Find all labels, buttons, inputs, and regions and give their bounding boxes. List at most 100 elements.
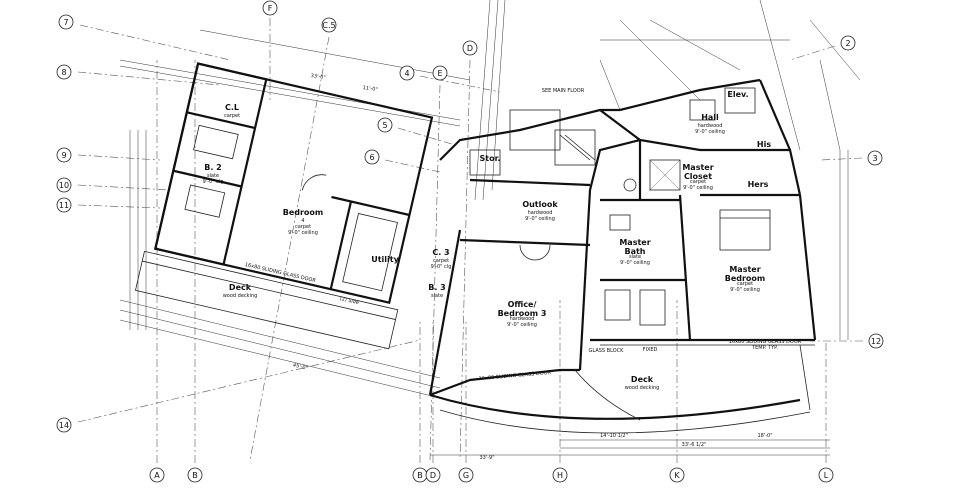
room-name: Master — [682, 163, 713, 172]
room-sub1: Bedroom 3 — [498, 309, 547, 318]
room-sub2: slate — [629, 254, 641, 260]
bubble-9: 9 — [56, 147, 72, 163]
room-name: Office/ — [508, 300, 537, 309]
bubble-label: A — [154, 471, 160, 480]
grid-lines — [77, 18, 863, 463]
bubble-label: F — [268, 4, 273, 13]
room-sub2: carpet — [295, 224, 311, 230]
bubble-label: 3 — [872, 154, 877, 163]
bubble-e: E — [432, 65, 448, 81]
grid-line-bubble-9 — [77, 154, 161, 161]
grid-line-bubble-7 — [79, 24, 231, 61]
room-sub3: 9'-0" ceiling — [507, 322, 537, 328]
bubble-label: 10 — [59, 181, 69, 190]
grid-line-bubble-14 — [77, 339, 421, 423]
room-sub1: 4 — [301, 218, 304, 224]
bubble-label: 14 — [59, 421, 69, 430]
bubble-11: 11 — [56, 197, 72, 213]
room-sub1: wood decking — [223, 293, 258, 299]
room-sub1: carpet — [224, 113, 240, 119]
bubble-2: 2 — [840, 35, 856, 51]
bubble-10: 10 — [56, 177, 72, 193]
room-sub2: 9'-0" ceiling — [525, 216, 555, 222]
bubble-l: L — [818, 467, 834, 483]
note-dims-top2: 11'-0" — [362, 85, 378, 93]
bubble-label: 9 — [61, 151, 66, 160]
grid-line-bubble-11 — [77, 204, 161, 209]
center-core — [428, 108, 620, 397]
room-sub2: 9'-0" clg — [203, 179, 224, 185]
bubble-12: 12 — [868, 333, 884, 349]
room-sub3: 9'-0" ceiling — [620, 260, 650, 266]
bubble-h: H — [552, 467, 568, 483]
note-dims-right2: 33'-6 1/2" — [682, 442, 707, 448]
room-sub1: Closet — [684, 172, 712, 181]
room-name: His — [757, 140, 771, 149]
bubble-label: 4 — [404, 69, 409, 78]
bubble-label: 2 — [845, 39, 850, 48]
note-see-main: SEE MAIN FLOOR — [542, 88, 585, 94]
note-dims-right1: 14'-10 1/2" — [600, 433, 628, 439]
note-glass-block: GLASS BLOCK — [589, 348, 625, 354]
bubble-label: E — [437, 69, 442, 78]
note-dims-right3: 18'-0" — [757, 433, 772, 439]
bubble-label: 6 — [369, 153, 374, 162]
grid-line-bubble-2 — [789, 45, 836, 61]
note-side-door: (2) Side — [339, 296, 359, 306]
bubble-label: B — [192, 471, 198, 480]
room-sub3: 9'-0" ceiling — [288, 230, 318, 236]
curved-decks — [429, 344, 815, 434]
room-sub1: hardwood — [528, 210, 553, 216]
room-sub3: 9'-0" ceiling — [683, 185, 713, 191]
grid-line-bubble-e — [429, 84, 441, 461]
room-utility: Utility — [371, 255, 399, 264]
room-name: Stor. — [480, 154, 501, 163]
grid-line-bubble-5 — [397, 127, 456, 146]
bubble-5: 5 — [377, 117, 393, 133]
room-name: Outlook — [522, 200, 558, 209]
bubble-label: G — [463, 471, 469, 480]
room-name: Master — [619, 238, 650, 247]
bubble-6: 6 — [364, 149, 380, 165]
bubble-b: B — [187, 467, 203, 483]
bubble-d: D — [462, 40, 478, 56]
bubble-label: 5 — [382, 121, 387, 130]
room-name: Deck — [631, 375, 654, 384]
bubble-8: 8 — [56, 64, 72, 80]
room-sub1: hardwood — [698, 123, 723, 129]
bubble-g: G — [458, 467, 474, 483]
room-name: C. 3 — [432, 248, 449, 257]
grid-line-bubble-d — [459, 59, 471, 461]
bubble-14: 14 — [56, 417, 72, 433]
left-wing — [134, 62, 434, 350]
room-name: Utility — [371, 255, 399, 264]
bubble-k: K — [669, 467, 685, 483]
room-sub3: 9'-0" ceiling — [730, 287, 760, 293]
bubble-label: D — [430, 471, 436, 480]
bubble-4: 4 — [399, 65, 415, 81]
bubble-label: 8 — [61, 68, 66, 77]
room-name: C.L — [225, 103, 239, 112]
room-sub2: 9'-0" clg — [431, 264, 452, 270]
bubble-label: K — [674, 471, 680, 480]
room-name: Master — [729, 265, 760, 274]
note-dims-left1: 45'-0" — [292, 362, 308, 371]
room-sub2: carpet — [690, 179, 706, 185]
room-sub1: wood decking — [625, 385, 660, 391]
bubble-label: D — [467, 44, 473, 53]
bubble-label: H — [557, 471, 563, 480]
note-fixed: FIXED — [643, 347, 658, 353]
bubble-f: F — [262, 0, 278, 16]
bubble-label: 7 — [63, 18, 68, 27]
room-sub1: slate — [207, 173, 219, 179]
